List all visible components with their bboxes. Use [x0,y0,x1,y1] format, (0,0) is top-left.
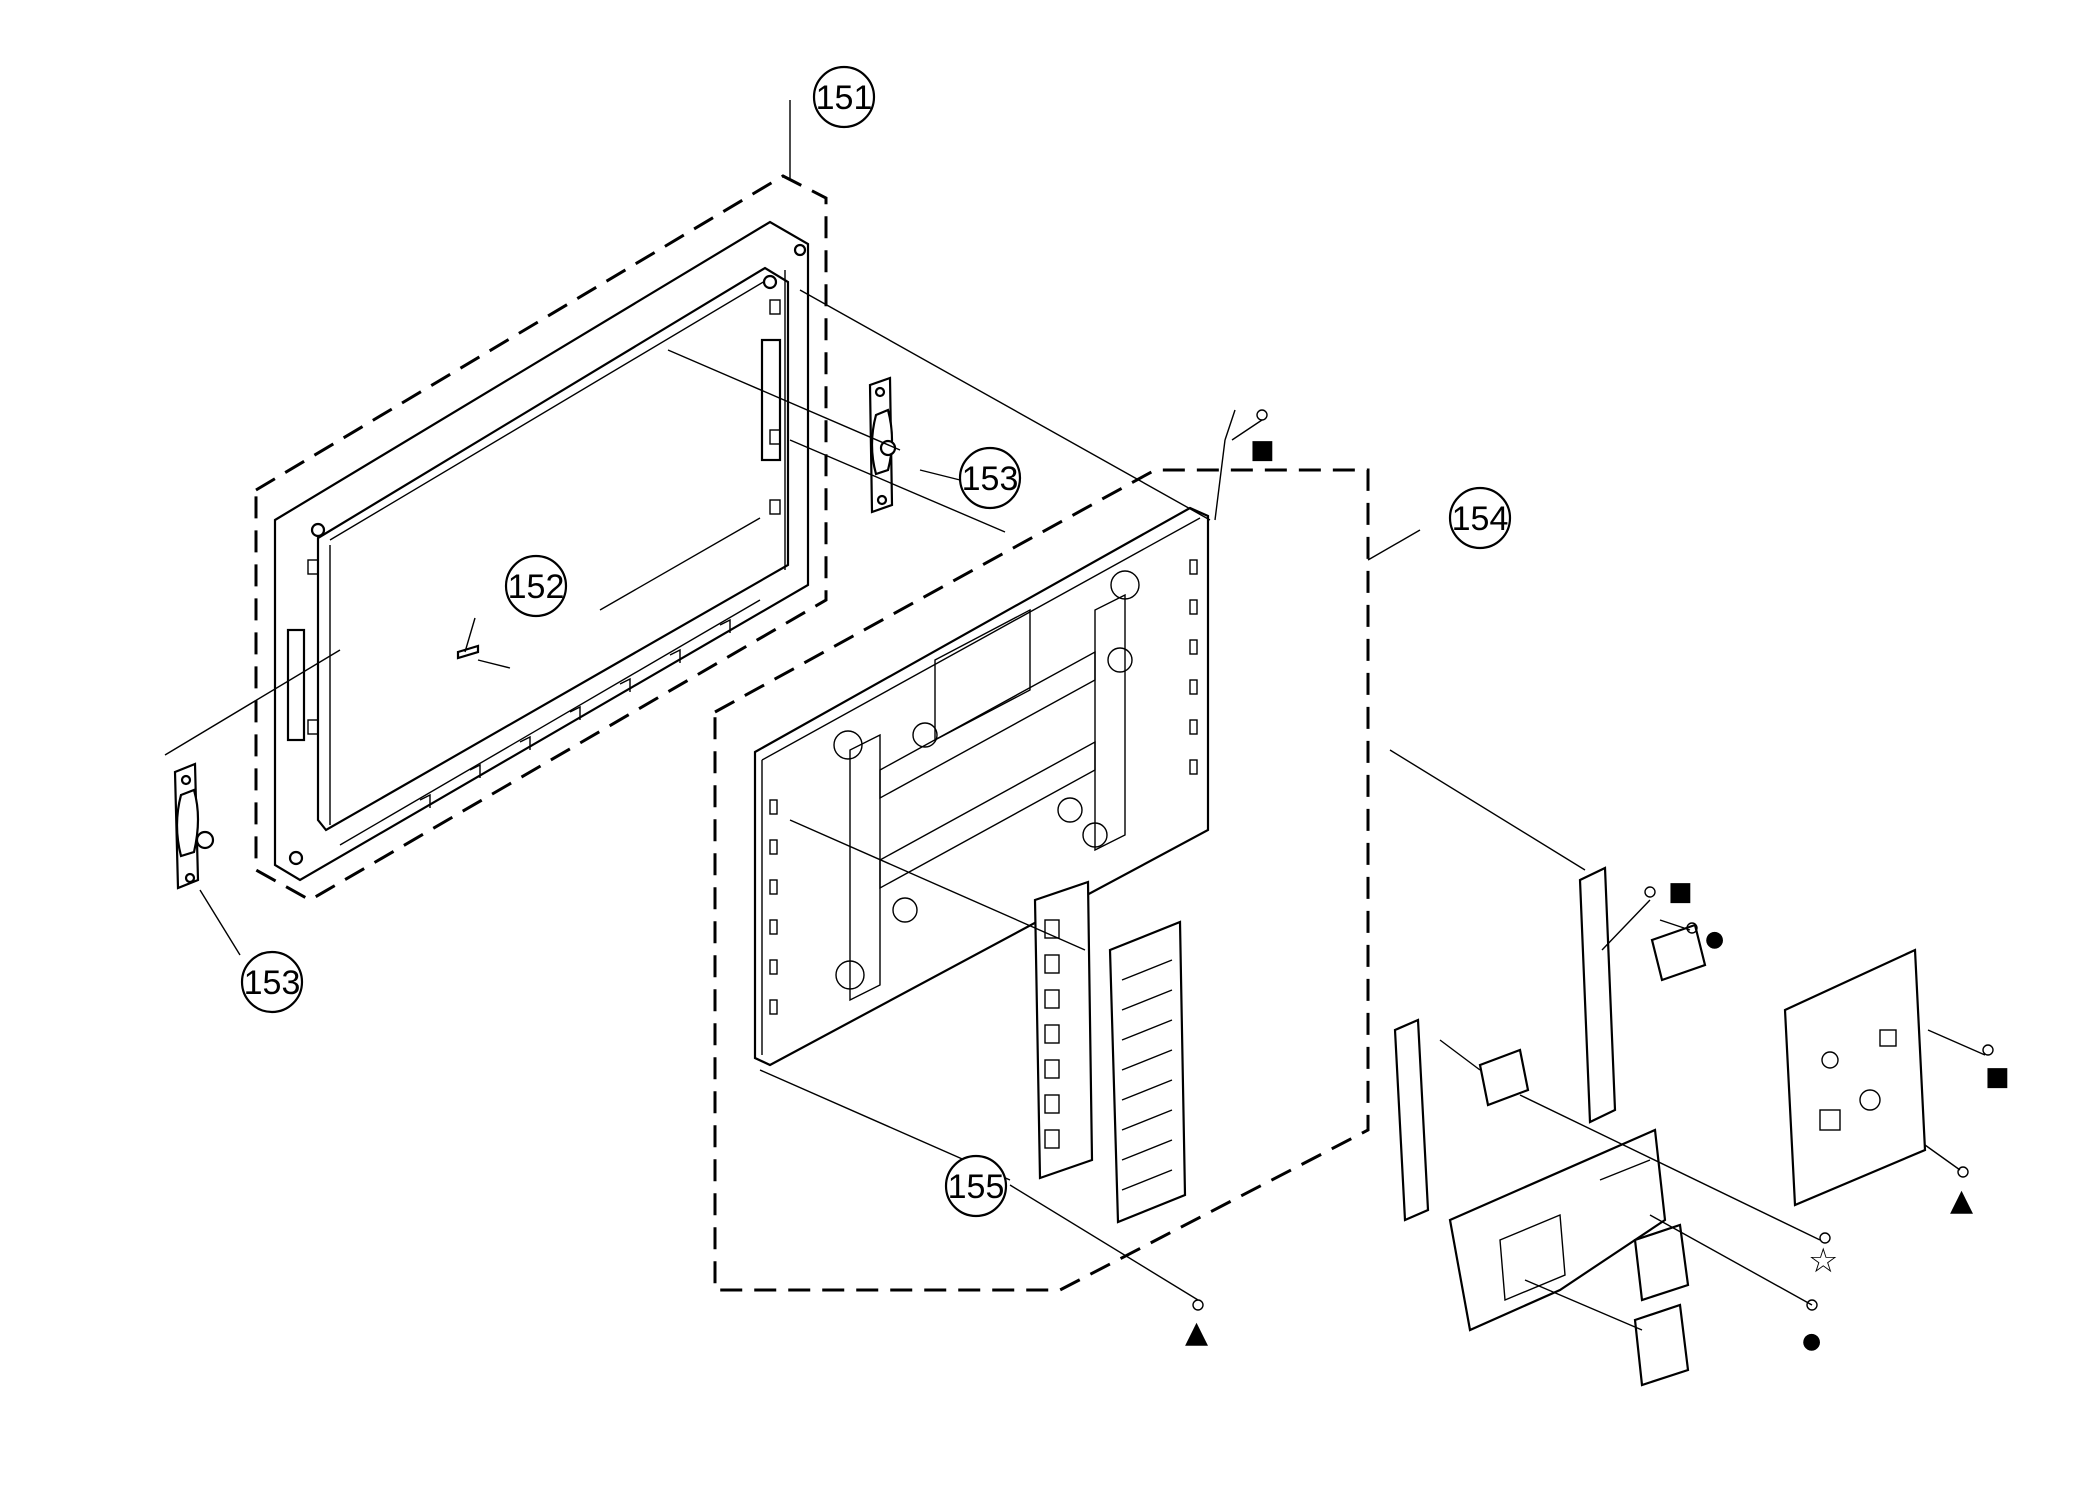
callout-152-label: 152 [508,568,565,606]
callout-153-left-label: 153 [244,964,301,1002]
front-bezel-frame [273,220,810,882]
speaker-right-153 [868,376,897,514]
speaker-left-153 [173,762,215,890]
callout-151-label: 151 [816,79,873,117]
callout-153-right-label: 153 [962,460,1019,498]
group-154-dashed-boundary [713,468,1370,1292]
base-bracket-assembly [1448,1128,1667,1332]
leader-lines [164,100,1986,1331]
screw-mark-circle-upper: ● [1705,927,1724,952]
vertical-bracket-left [1393,1018,1430,1222]
badge-part-152 [456,644,480,660]
screw-mark-star: ☆ [1808,1241,1838,1281]
callout-155-label: 155 [948,1168,1005,1206]
board-155-narrow [1033,880,1094,1180]
callout-153-left: 153 [240,950,304,1014]
control-board [1783,948,1927,1207]
callout-154-label: 154 [1452,500,1509,538]
screw-mark-triangle-bottom: ▲ [1185,1315,1208,1350]
small-bracket-bottom [1633,1303,1690,1387]
group-151-dashed-boundary [254,174,828,902]
callout-154: 154 [1448,486,1512,550]
board-155-wide [1108,920,1187,1224]
callout-152: 152 [504,554,568,618]
small-bracket-lower [1633,1223,1690,1302]
screw-mark-square-upper: ■ [1668,877,1693,907]
callout-155: 155 [944,1154,1008,1218]
callout-151: 151 [812,65,876,129]
small-bracket-upper [1650,923,1707,982]
small-bracket-middle [1478,1048,1530,1107]
callout-153-right: 153 [958,446,1022,510]
screw-mark-circle-lower: ● [1802,1329,1821,1354]
screw-mark-triangle-right: ▲ [1950,1183,1973,1218]
screw-mark-square-top: ■ [1250,435,1275,465]
vertical-bracket-right [1578,866,1617,1124]
screw-mark-square-right: ■ [1985,1062,2010,1092]
